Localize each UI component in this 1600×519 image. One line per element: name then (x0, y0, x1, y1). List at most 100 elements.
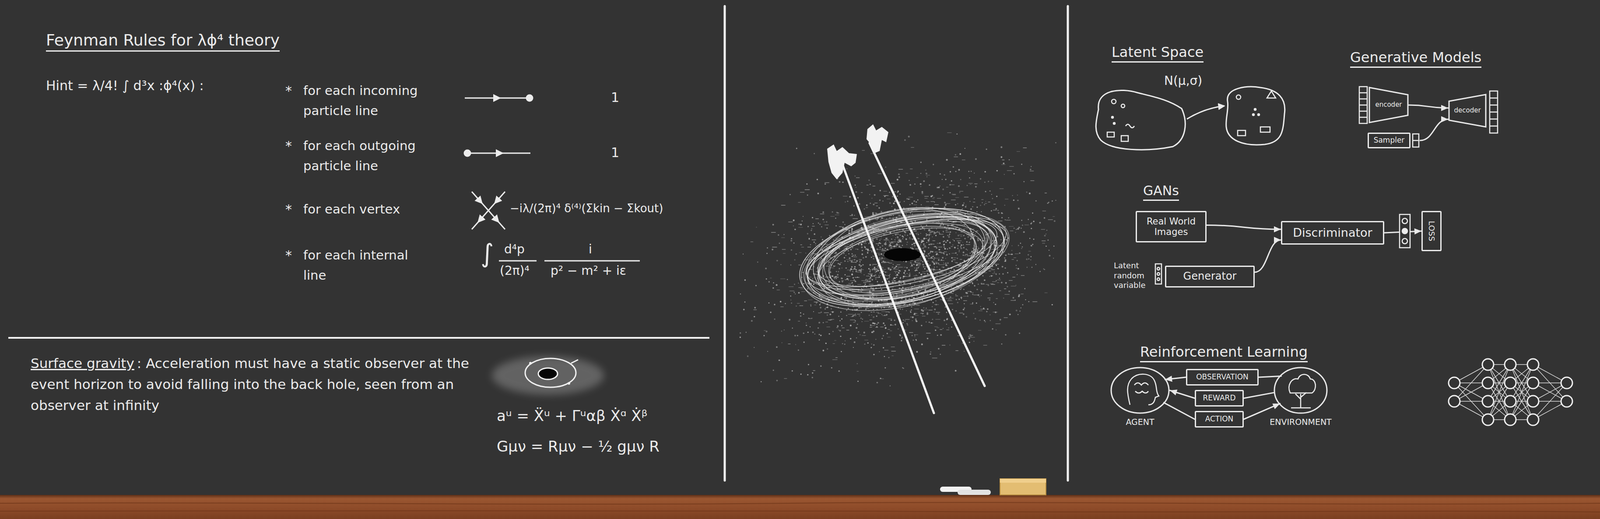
dust-speck (773, 303, 776, 306)
dust-streak (788, 286, 794, 288)
dust-speck (968, 177, 970, 179)
dust-speck (978, 296, 980, 298)
dust-speck (908, 269, 910, 271)
dust-streak (817, 312, 821, 313)
dust-speck (956, 257, 958, 260)
dust-streak (970, 213, 974, 214)
dust-speck (884, 326, 887, 329)
dust-speck (935, 303, 937, 306)
dust-streak (913, 313, 918, 314)
dust-speck (929, 231, 931, 234)
dust-speck (905, 310, 907, 312)
dust-streak (991, 269, 995, 271)
dust-speck (1035, 200, 1037, 202)
dust-speck (989, 190, 991, 192)
dust-speck (851, 255, 853, 257)
dust-speck (989, 261, 991, 263)
board-divider (724, 6, 1068, 481)
dust-speck (797, 282, 799, 284)
dust-speck (936, 231, 938, 232)
dust-streak (846, 284, 852, 285)
dust-streak (974, 183, 978, 184)
dust-speck (878, 351, 880, 353)
dust-speck (987, 180, 990, 183)
dust-speck (888, 356, 890, 358)
dust-speck (906, 324, 909, 326)
dust-streak (1020, 293, 1024, 295)
dust-streak (1041, 240, 1046, 242)
dust-speck (951, 308, 954, 311)
dust-speck (847, 260, 849, 263)
dust-speck (933, 259, 935, 261)
dust-speck (839, 329, 842, 332)
dust-speck (1027, 253, 1029, 256)
dust-streak (934, 251, 938, 253)
dust-streak (869, 276, 873, 277)
dust-speck (954, 204, 957, 206)
dust-speck (1031, 266, 1033, 268)
dust-speck (926, 313, 929, 316)
dust-speck (908, 274, 911, 277)
dust-speck (853, 205, 855, 207)
dust-speck (882, 248, 884, 250)
dust-speck (881, 337, 884, 340)
dust-speck (949, 241, 951, 244)
dust-speck (884, 261, 886, 264)
dust-streak (926, 201, 930, 202)
dust-streak (994, 263, 1000, 265)
dust-streak (835, 357, 838, 358)
dust-speck (866, 252, 869, 254)
dust-speck (906, 241, 909, 243)
dust-streak (961, 159, 966, 161)
dust-speck (960, 244, 963, 246)
dust-speck (931, 236, 933, 238)
dust-speck (1012, 297, 1015, 299)
dust-speck (855, 191, 858, 193)
dust-speck (846, 200, 849, 203)
dust-speck (822, 218, 825, 221)
dust-speck (909, 272, 911, 274)
dust-streak (856, 371, 860, 372)
dust-speck (840, 350, 843, 353)
dust-streak (824, 312, 829, 313)
dust-speck (820, 236, 822, 238)
dust-streak (955, 350, 958, 351)
dust-speck (898, 173, 900, 176)
dust-streak (879, 238, 882, 239)
dust-speck (931, 305, 933, 307)
dust-streak (959, 259, 963, 260)
dust-speck (1019, 310, 1021, 312)
dust-streak (929, 322, 934, 323)
dust-speck (892, 235, 894, 236)
dust-speck (913, 263, 915, 266)
dust-speck (914, 183, 916, 185)
dust-speck (820, 334, 822, 337)
dust-speck (932, 301, 934, 304)
dust-speck (835, 270, 837, 272)
dust-speck (915, 233, 918, 235)
dust-speck (750, 319, 753, 322)
dust-streak (858, 307, 862, 308)
dust-speck (928, 243, 930, 246)
dust-speck (895, 265, 898, 268)
dust-streak (929, 258, 934, 259)
dust-speck (838, 181, 841, 183)
dust-speck (935, 235, 937, 237)
dust-streak (946, 329, 950, 330)
dust-streak (852, 322, 856, 323)
dust-speck (1013, 227, 1015, 229)
dust-speck (1055, 142, 1057, 144)
dust-speck (1015, 231, 1017, 233)
dust-speck (854, 320, 857, 322)
dust-speck (953, 268, 955, 270)
dust-speck (792, 219, 795, 222)
dust-speck (841, 280, 844, 283)
dust-streak (771, 246, 777, 248)
dust-speck (861, 249, 864, 252)
dust-speck (934, 232, 937, 235)
dust-streak (1001, 164, 1006, 165)
dust-streak (893, 301, 897, 302)
dust-speck (862, 256, 865, 259)
dust-speck (1028, 218, 1029, 220)
dust-speck (826, 348, 829, 351)
